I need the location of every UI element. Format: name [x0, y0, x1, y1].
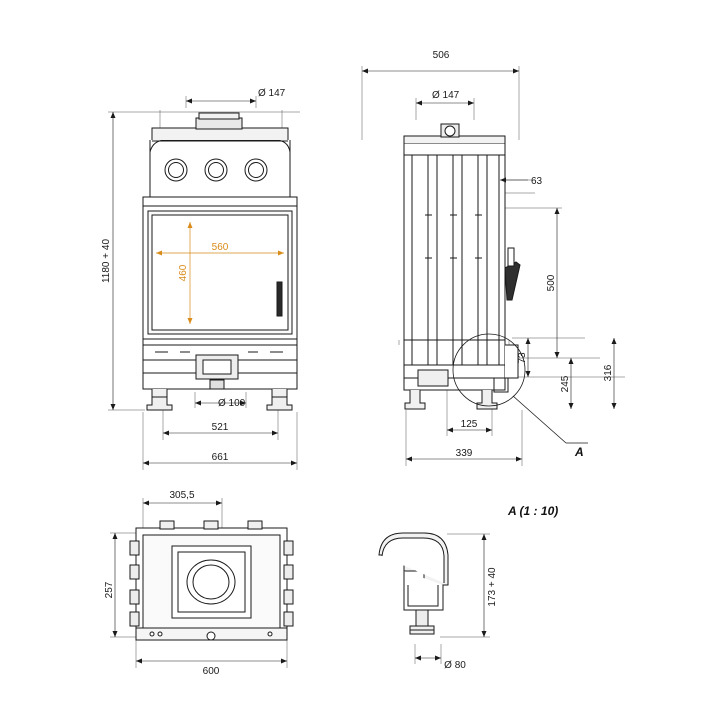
- dim-side-depth: 506: [433, 50, 450, 61]
- side-view: [361, 66, 625, 466]
- dim-front-inner-width: 521: [212, 422, 229, 433]
- dim-side-316: 316: [603, 364, 614, 381]
- detail-label-a: A: [574, 445, 584, 459]
- top-extension-lines: [110, 498, 288, 668]
- top-body-outline: [129, 520, 294, 641]
- dim-side-flue-dia: Ø 147: [432, 90, 460, 101]
- dim-side-500: 500: [546, 274, 557, 291]
- front-view: [108, 96, 300, 470]
- dim-top-257: 257: [104, 581, 115, 598]
- detail-circle-a: [452, 333, 588, 444]
- front-legs: [146, 389, 293, 411]
- front-door-frame: [142, 205, 298, 340]
- dim-detail-height: 173 + 40: [487, 567, 498, 607]
- front-dimension-lines: [110, 98, 297, 466]
- dim-front-outer-width: 661: [212, 452, 229, 463]
- dim-top-600: 600: [203, 666, 220, 677]
- dim-side-73: 73: [517, 352, 528, 364]
- detail-extension-lines: [414, 533, 490, 664]
- dim-side-339: 339: [456, 448, 473, 459]
- side-body-outline: [403, 123, 521, 410]
- dim-side-63: 63: [531, 176, 543, 187]
- detail-body-outline: [378, 532, 449, 635]
- detail-dimension-lines: [415, 534, 487, 661]
- front-glass-dimensions: [156, 222, 284, 324]
- dim-front-glass-height: 460: [178, 264, 189, 281]
- top-view: [110, 498, 294, 668]
- dim-detail-foot-dia: Ø 80: [444, 660, 466, 671]
- dim-top-305: 305,5: [169, 490, 194, 501]
- detail-scale-label: A (1 : 10): [507, 504, 558, 518]
- detail-view-a: [378, 532, 490, 664]
- dim-front-flue-dia: Ø 147: [258, 88, 286, 99]
- top-dimension-lines: [112, 500, 287, 664]
- dim-front-height: 1180 + 40: [101, 239, 112, 283]
- dim-side-125: 125: [461, 419, 478, 430]
- dim-front-air-dia: Ø 100: [218, 398, 246, 409]
- side-dimension-lines: [362, 68, 617, 462]
- dim-front-glass-width: 560: [212, 242, 229, 253]
- front-base: [142, 344, 298, 390]
- dim-side-245: 245: [560, 375, 571, 392]
